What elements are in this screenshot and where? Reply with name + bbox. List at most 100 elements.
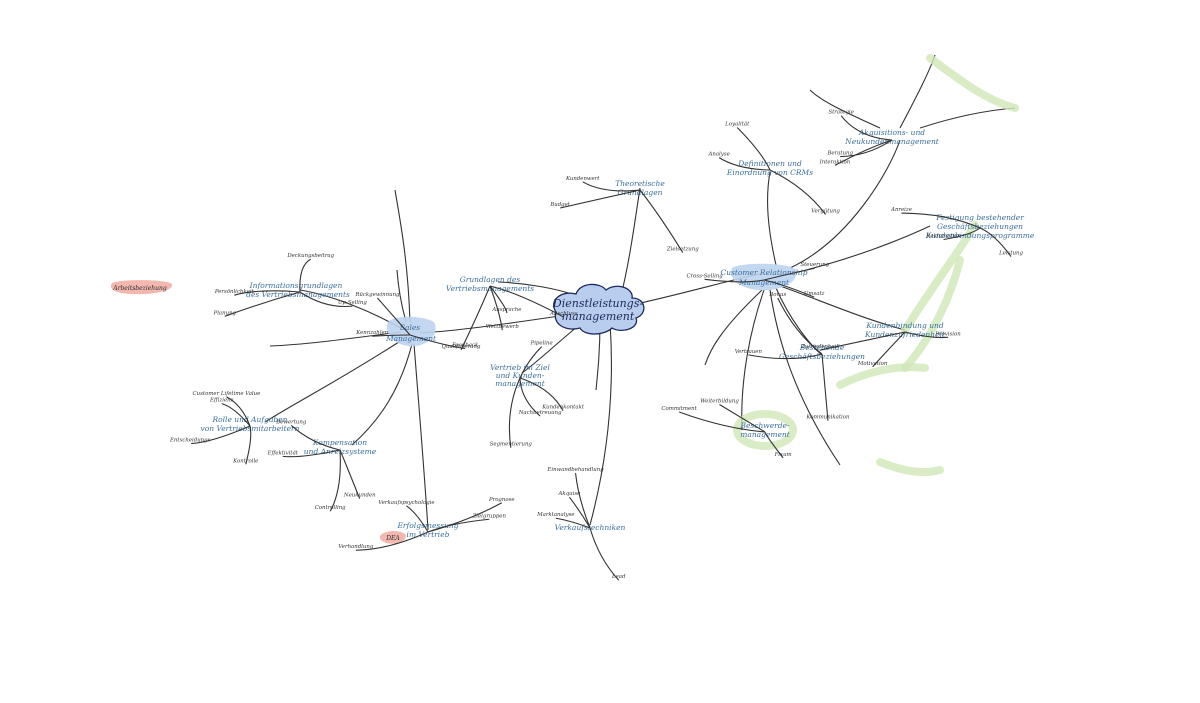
leaf-edge — [582, 181, 641, 192]
leaf-edge — [489, 285, 503, 331]
leaf-edge — [943, 227, 981, 241]
leaf-label[interactable]: Bewertung — [275, 419, 307, 425]
leaf-label[interactable]: Fixum — [774, 452, 792, 458]
leaf-label[interactable]: Verkaufspsychologie — [378, 500, 434, 506]
leaf-label[interactable]: Nachbetreuung — [518, 410, 562, 416]
leaf-edge — [763, 279, 815, 298]
center-node[interactable]: Dienstleistungs- management — [552, 283, 645, 335]
leaf-label[interactable]: Zufriedenheit — [800, 344, 839, 350]
bestehende-label-1: Bestehende — [799, 343, 845, 352]
leaf-edge — [299, 258, 312, 293]
leaf-labels: PersönlichkeitEntscheidungs-BewertungVer… — [169, 110, 1024, 580]
leaf-edge — [489, 285, 565, 318]
leaf-label[interactable]: Anreize — [890, 207, 912, 213]
leaf-label[interactable]: Lead — [611, 574, 626, 580]
leaf-label[interactable]: Vergütung — [811, 209, 840, 215]
leaf-label[interactable]: Motivation — [857, 361, 888, 367]
leaf-label[interactable]: Abschluss — [549, 311, 578, 317]
leaf-label[interactable]: Budget — [549, 202, 571, 208]
leaf-label[interactable]: Persönlichkeit — [214, 289, 255, 295]
leaf-label[interactable]: Customer Lifetime Value — [193, 391, 261, 397]
leaf-edge — [245, 425, 252, 465]
leaf-label[interactable]: Verhandlung — [338, 544, 373, 550]
hub-kundenbindung[interactable]: Kundenbindung und Kundenzufriedenheit — [864, 321, 946, 339]
leaf-edge — [329, 449, 341, 512]
red-tag-dea[interactable]: DEA — [379, 531, 406, 544]
hub-beschwerde[interactable]: Beschwerde- management — [739, 421, 790, 439]
leaf-label[interactable]: Bonus — [768, 292, 786, 298]
leaf-label[interactable]: Prognose — [488, 497, 515, 503]
leaf-edge — [979, 227, 1012, 257]
definitionen-label-1: Definitionen und — [737, 159, 802, 168]
leaf-label[interactable]: Umsatz — [804, 291, 825, 297]
hub-crm[interactable]: Customer Relationship Management — [720, 263, 808, 291]
sales-label-1: Sales — [400, 323, 420, 332]
leaf-label[interactable]: Reklamation — [925, 233, 961, 239]
erfolgsmessung-label-1: Erfolgsmessung — [396, 521, 458, 530]
leaf-label[interactable]: Effektivität — [267, 450, 299, 456]
leaf-label[interactable]: Analyse — [707, 152, 729, 158]
leaf-label[interactable]: Deckungsbeitrag — [286, 253, 334, 259]
leaf-label[interactable]: Qualifizierung — [442, 344, 481, 350]
leaf-label[interactable]: Interaktion — [819, 159, 851, 165]
leaf-label[interactable]: Kennzahlen — [355, 330, 388, 336]
hub-definitionen-crm[interactable]: Definitionen und Einordnung von CRMs — [726, 159, 813, 177]
erfolgsmessung-label-2: im Vertrieb — [407, 530, 450, 539]
hub-grundlagen-vertrieb[interactable]: Grundlagen des Vertriebsmanagements — [446, 275, 534, 293]
leaf-edge — [290, 425, 341, 451]
leaf-label[interactable]: Pipeline — [530, 341, 553, 347]
leaf-label[interactable]: Kontrolle — [232, 458, 258, 464]
grundlagen-label-2: Vertriebsmanagements — [446, 284, 534, 293]
leaf-label[interactable]: Kundenwert — [565, 176, 600, 182]
leaf-label[interactable]: Strategie — [828, 110, 853, 116]
leaf-label[interactable]: Commitment — [661, 406, 697, 412]
red-tag-shape-2 — [379, 531, 406, 544]
leaf-label[interactable]: Planung — [213, 310, 237, 316]
leaf-label[interactable]: Zielsetzung — [666, 247, 699, 253]
leaf-label[interactable]: Akquise — [558, 491, 581, 497]
center-cloud-shape — [553, 283, 645, 335]
center-label-line2: management — [562, 310, 635, 323]
leaf-label[interactable]: Einwandbehandlung — [546, 467, 604, 473]
hub-bindungsprogramme[interactable]: Festigung bestehender Geschäftsbeziehung… — [925, 213, 1035, 240]
hub-theoretische-grundlagen[interactable]: Theoretische Grundlagen — [615, 179, 665, 197]
leaf-label[interactable]: Marktanalyse — [536, 512, 574, 518]
red-tag-arbeitsbeziehung[interactable]: Arbeitsbeziehung — [110, 280, 173, 295]
hub-erfolgsmessung[interactable]: Erfolgsmessung im Vertrieb — [396, 521, 458, 539]
leaf-label[interactable]: Segmentierung — [490, 442, 533, 448]
leaf-label[interactable]: Cross-Selling — [686, 273, 723, 279]
leaf-label[interactable]: Leistung — [998, 251, 1023, 257]
leaf-label[interactable]: Zielgruppen — [472, 513, 507, 519]
leaf-label[interactable]: Loyalität — [724, 121, 750, 127]
red-tag-label-1: Arbeitsbeziehung — [112, 285, 167, 292]
akquisition-label-2: Neukundenmanagement — [844, 137, 940, 146]
leaf-label[interactable]: Weiterbildung — [700, 398, 739, 404]
leaf-label[interactable]: Neukunden — [343, 493, 376, 499]
leaf-edge — [427, 518, 490, 533]
leaf-edge — [678, 411, 766, 433]
leaf-label[interactable]: Wettbewerb — [486, 324, 520, 330]
leaf-label[interactable]: Vertrauen — [735, 349, 763, 355]
leaf-label[interactable]: Provision — [934, 331, 961, 337]
leaf-label[interactable]: Rückgewinnung — [354, 292, 400, 298]
leaf-label[interactable]: Controlling — [315, 505, 346, 511]
leaf-label[interactable]: Entscheidungs- — [169, 438, 212, 444]
leaf-label[interactable]: Kommunikation — [805, 415, 850, 421]
hub-akquisition[interactable]: Akquisitions- und Neukundenmanagement — [844, 128, 940, 146]
leaf-label[interactable]: Feedback — [451, 343, 478, 349]
leaf-label[interactable]: Beratung — [826, 151, 853, 157]
hub-sales-management[interactable]: Sales Management — [385, 316, 437, 347]
leaf-edge — [489, 285, 508, 314]
leaf-label[interactable]: Steuerung — [800, 262, 829, 268]
leaf-label[interactable]: Up-Selling — [338, 300, 367, 306]
leaf-label[interactable]: Effizienz — [209, 398, 234, 404]
leaf-edge — [519, 377, 564, 411]
infogrundlagen-label-1: Informationsgrundlagen — [249, 281, 343, 290]
leaf-label[interactable]: Kundenkontakt — [541, 405, 585, 411]
hub-informationsgrundlagen[interactable]: Informationsgrundlagen des Vertriebsmana… — [246, 281, 350, 299]
leaf-edge — [764, 431, 784, 459]
leaf-edge — [819, 331, 906, 351]
leaf-edge — [409, 334, 466, 350]
leaf-edge — [221, 403, 251, 427]
leaf-label[interactable]: Ansprache — [491, 307, 521, 313]
